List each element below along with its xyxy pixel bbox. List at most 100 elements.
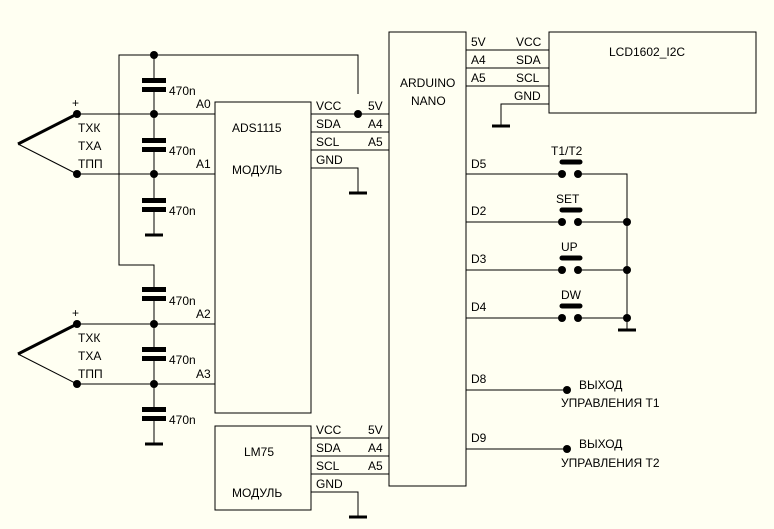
pin-label-a3: A3 <box>196 367 211 381</box>
thermocouple-1: + ТХК ТХА ТПП <box>17 96 103 178</box>
button-contact <box>558 218 566 226</box>
digital-pin-label: D3 <box>471 252 487 266</box>
capacitor-value-label: 470n <box>169 84 196 98</box>
button-dw[interactable]: DW <box>558 288 583 322</box>
lcd-pin-label: GND <box>514 89 541 103</box>
button-label: T1/T2 <box>551 144 583 158</box>
thermocouple-type-label: ТХА <box>78 139 101 153</box>
output-label-line1: ВЫХОД <box>579 437 622 451</box>
button-set[interactable]: SET <box>556 192 583 226</box>
pin-label-sda: SDA <box>316 441 341 455</box>
output-label-line2: УПРАВЛЕНИЯ T2 <box>561 456 660 470</box>
lm75-sub: МОДУЛЬ <box>232 486 282 500</box>
junction-dot <box>354 110 362 118</box>
capacitor-value-label: 470n <box>169 204 196 218</box>
lm75-module: LM75 МОДУЛЬ VCC SDA SCL GND 5V A4 A5 <box>214 423 389 519</box>
pin-label-a0: A0 <box>196 97 211 111</box>
polarity-plus-label: + <box>72 96 79 110</box>
lcd-body <box>548 31 757 114</box>
input-wires <box>77 54 359 385</box>
thermocouple-type-label: ТПП <box>78 157 103 171</box>
capacitor-plate <box>142 356 166 361</box>
button-contact <box>574 314 582 322</box>
arduino-pin-label: A5 <box>471 71 486 85</box>
junction-dot <box>623 314 631 322</box>
arduino-pin-label: A4 <box>368 441 383 455</box>
capacitor-plate <box>142 416 166 421</box>
button-label: DW <box>561 288 582 302</box>
digital-pin-label: D8 <box>471 372 487 386</box>
lm75-name: LM75 <box>244 445 274 459</box>
pin-label-scl: SCL <box>316 459 340 473</box>
capacitor-plate <box>142 207 166 212</box>
digital-pin-label: D4 <box>471 300 487 314</box>
capacitor-value-label: 470n <box>169 294 196 308</box>
thermocouple-type-label: ТХК <box>78 121 100 135</box>
junction-dot <box>150 380 158 388</box>
thermocouple-negative-wire <box>17 143 78 175</box>
pin-label-gnd: GND <box>316 153 343 167</box>
pin-label-a1: A1 <box>196 157 211 171</box>
lcd-pin-label: SDA <box>516 53 541 67</box>
capacitor-plate <box>142 287 166 292</box>
arduino-nano: ARDUINO NANO 5V A4 A5 <box>388 31 549 487</box>
button-contact <box>574 266 582 274</box>
button-label: SET <box>556 192 580 206</box>
pin-label-vcc: VCC <box>316 423 342 437</box>
digital-pin-label: D9 <box>471 431 487 445</box>
thermocouple-negative-wire <box>17 353 78 385</box>
ads1115-name: ADS1115 <box>232 121 282 135</box>
capacitor-plate <box>142 147 166 152</box>
arduino-pin-label: 5V <box>471 35 486 49</box>
thermocouple-type-label: ТПП <box>78 367 103 381</box>
arduino-pin-label: 5V <box>368 423 383 437</box>
pin-label-a2: A2 <box>196 307 211 321</box>
lcd1602-module: LCD1602_I2C VCC SDA SCL GND <box>492 31 757 128</box>
ads1115-module: ADS1115 МОДУЛЬ A0 A1 A2 A3 VCC SDA SCL G… <box>196 97 389 414</box>
buttons: D5 D2 D3 D4 T1/T2 SET <box>466 144 636 332</box>
capacitor-column-2: 470n 470n 470n <box>142 280 196 446</box>
capacitor-plate <box>142 407 166 412</box>
thermocouple-positive-wire <box>17 322 78 356</box>
output-label-line1: ВЫХОД <box>579 378 622 392</box>
output-terminal <box>563 386 571 394</box>
output-label-line2: УПРАВЛЕНИЯ T1 <box>561 396 660 410</box>
lcd-name: LCD1602_I2C <box>609 45 685 59</box>
capacitor-plate <box>142 198 166 203</box>
capacitor-value-label: 470n <box>169 353 196 367</box>
button-contact <box>574 218 582 226</box>
button-contact <box>558 266 566 274</box>
capacitor-column-1: 470n 470n 470n <box>142 51 196 237</box>
button-contact <box>574 170 582 178</box>
lcd-pin-label: VCC <box>516 35 542 49</box>
pin-label-sda: SDA <box>316 117 341 131</box>
arduino-pin-label: A5 <box>368 135 383 149</box>
capacitor-plate <box>142 138 166 143</box>
junction-dot <box>150 170 158 178</box>
arduino-sub: NANO <box>411 94 446 108</box>
arduino-pin-label: 5V <box>368 99 383 113</box>
digital-pin-label: D5 <box>471 157 487 171</box>
button-t1-t2[interactable]: T1/T2 <box>551 144 583 178</box>
capacitor-plate <box>142 296 166 301</box>
capacitor-value-label: 470n <box>169 144 196 158</box>
arduino-pin-label: A4 <box>368 117 383 131</box>
button-label: UP <box>561 240 578 254</box>
capacitor-plate <box>142 78 166 83</box>
arduino-pin-label: A4 <box>471 53 486 67</box>
thermocouple-2: + ТХК ТХА ТПП <box>17 306 103 388</box>
button-up[interactable]: UP <box>558 240 583 274</box>
ads1115-body <box>214 101 312 414</box>
thermocouple-positive-wire <box>17 112 78 146</box>
capacitor-value-label: 470n <box>169 413 196 427</box>
capacitor-plate <box>142 87 166 92</box>
button-contact <box>558 170 566 178</box>
junction-dot <box>623 266 631 274</box>
junction-dot <box>623 218 631 226</box>
outputs: D8 ВЫХОД УПРАВЛЕНИЯ T1 D9 ВЫХОД УПРАВЛЕН… <box>466 372 660 470</box>
ads1115-sub: МОДУЛЬ <box>232 163 282 177</box>
capacitor-plate <box>142 347 166 352</box>
thermocouple-type-label: ТХК <box>78 331 100 345</box>
arduino-body <box>388 31 467 487</box>
